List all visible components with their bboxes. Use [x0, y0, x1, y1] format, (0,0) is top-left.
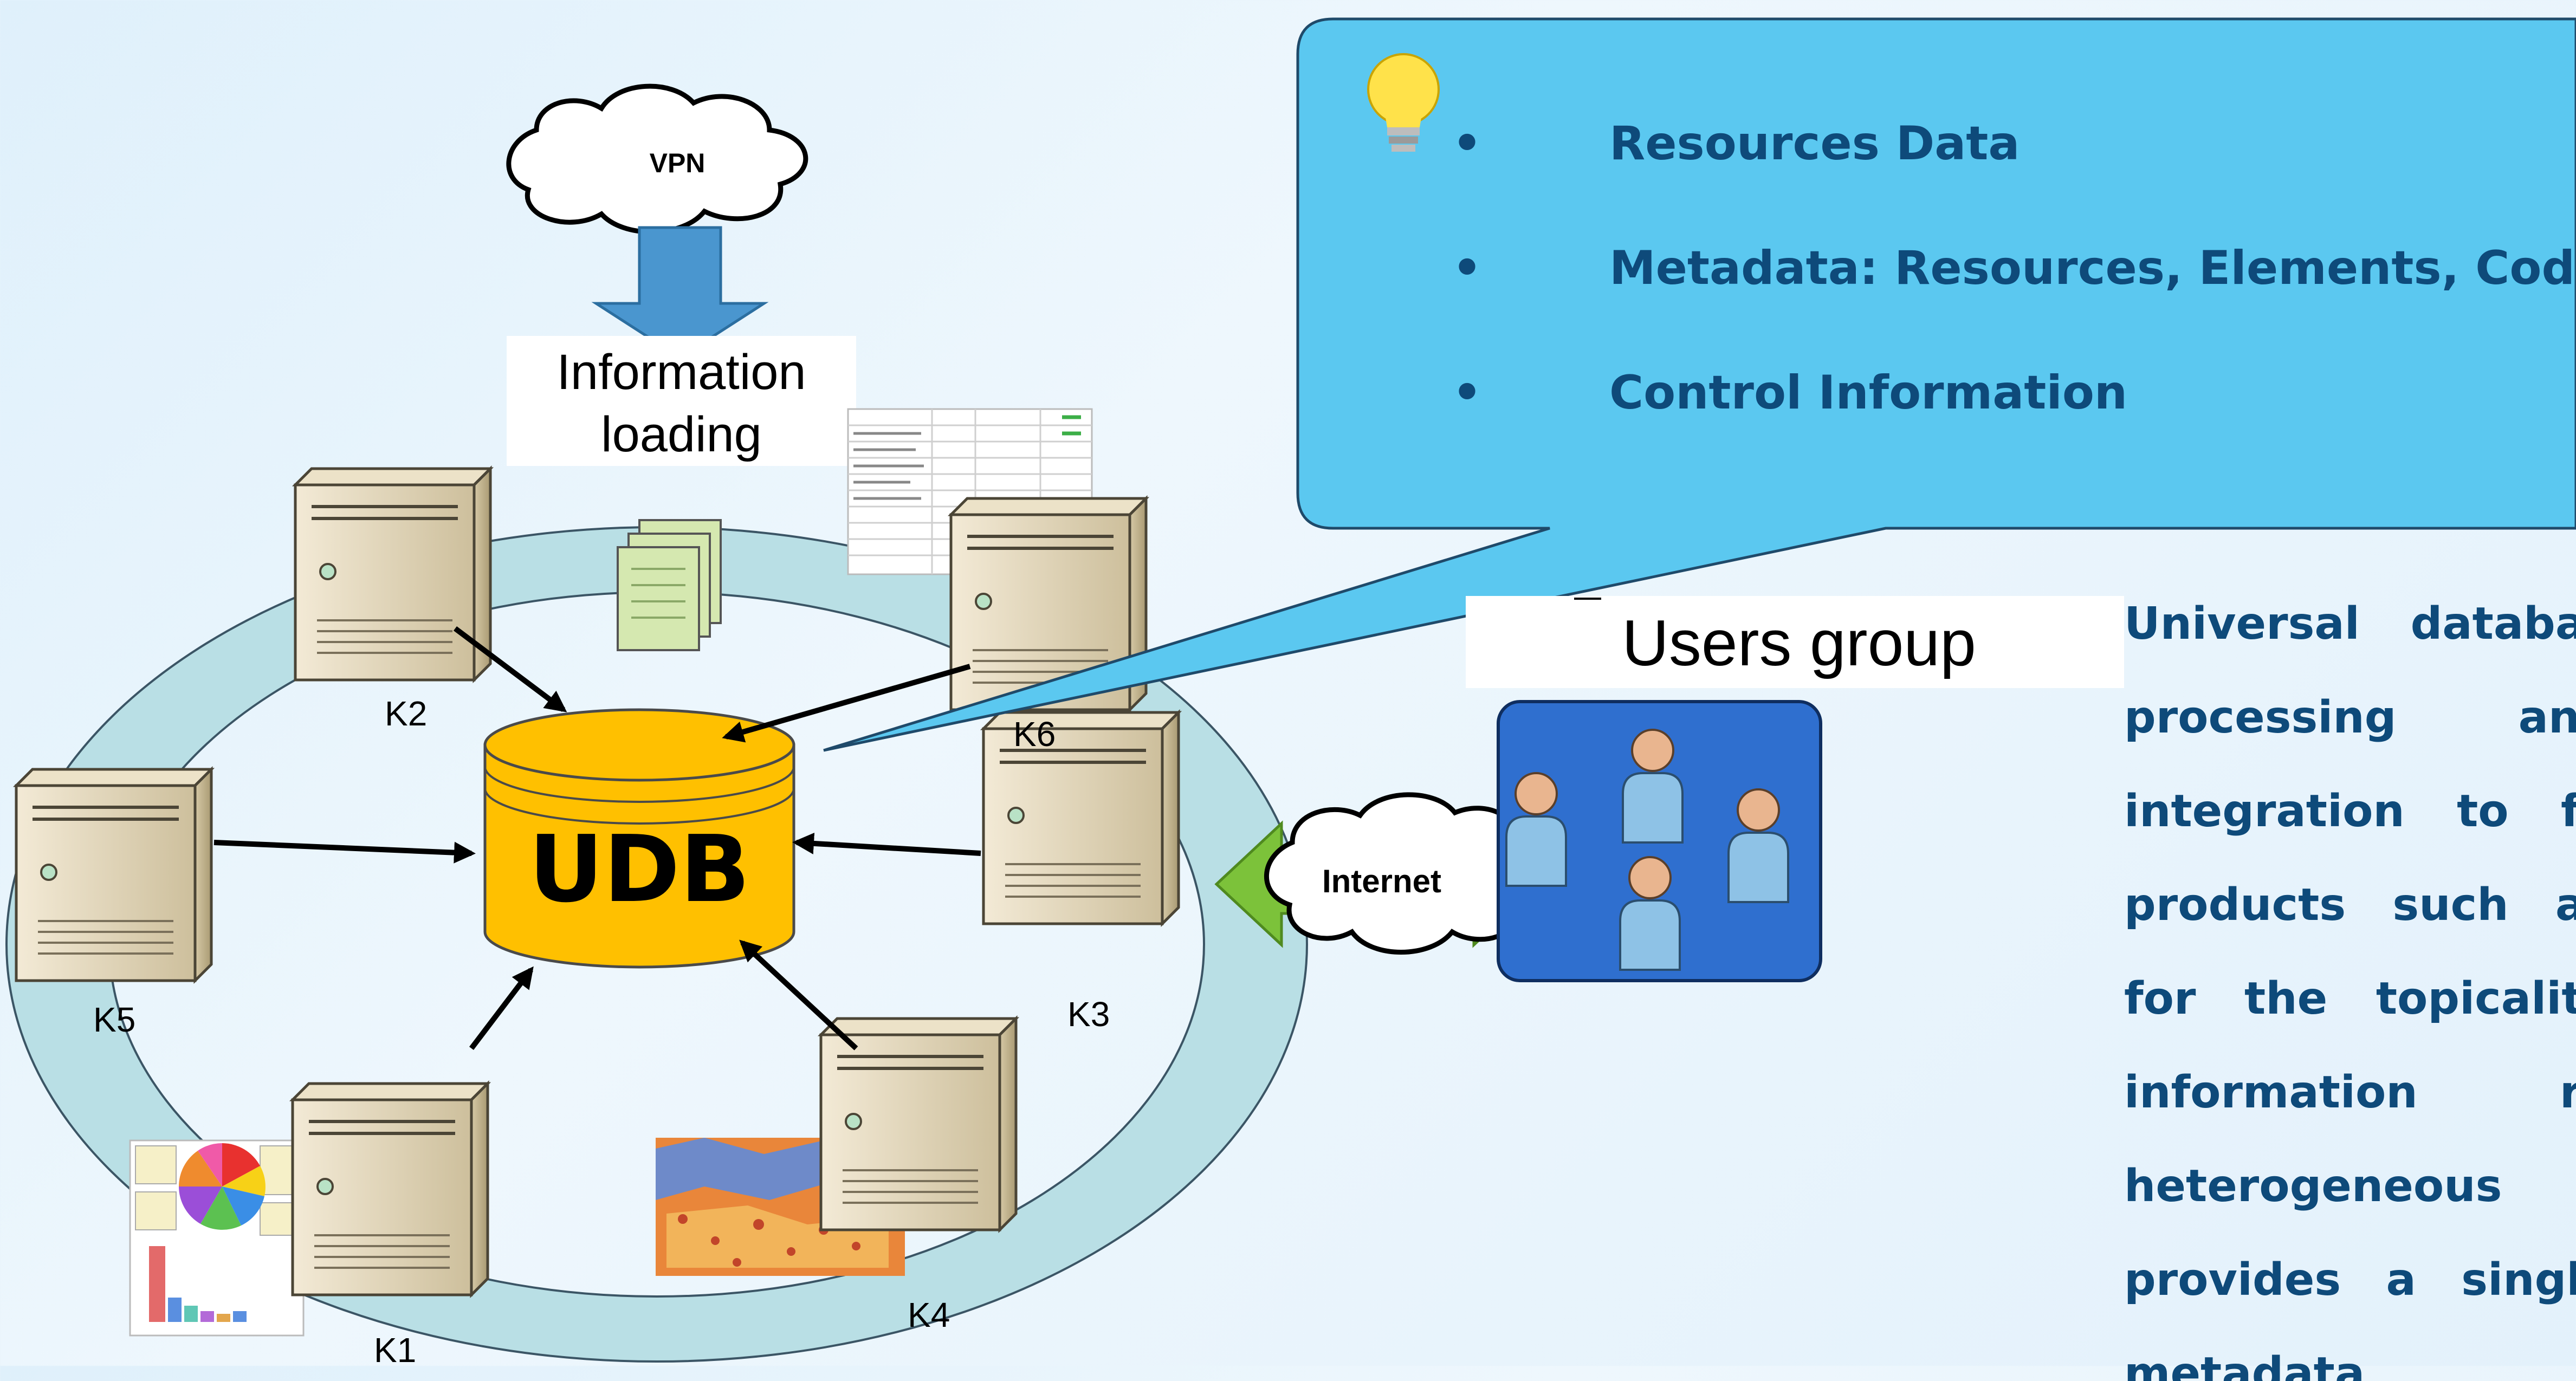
information-loading-label: Information loading — [507, 341, 856, 466]
arrow-k5-to-udb — [213, 840, 476, 864]
bullet-marker: • — [1452, 241, 1482, 295]
document-stack-icon — [617, 519, 722, 651]
bullet-marker: • — [1452, 366, 1482, 420]
users-group-title-box — [1466, 596, 2124, 688]
user-icon — [1622, 729, 1684, 844]
description-line: provides a single — [2124, 1254, 2576, 1306]
arrow-k1-to-udb — [469, 966, 534, 1051]
arrow-k6-to-udb — [722, 664, 971, 743]
server-k4-icon — [821, 1019, 1016, 1230]
information-loading-line2: loading — [601, 407, 762, 462]
information-loading-line1: Information — [556, 345, 806, 400]
description-line: heterogeneous a — [2124, 1160, 2576, 1212]
udb-database-icon — [483, 708, 795, 969]
information-loading-box — [507, 336, 856, 466]
vpn-cloud-icon — [506, 83, 808, 235]
vpn-download-arrow-icon — [591, 226, 769, 359]
server-k3-icon — [983, 712, 1179, 924]
server-k5-label: K5 — [93, 1000, 136, 1039]
description-line: information re — [2124, 1067, 2576, 1118]
user-icon — [1619, 856, 1681, 971]
arrow-k3-to-udb — [792, 832, 981, 856]
callout-item: • Resources Data — [1452, 98, 2576, 222]
callout-item-text: Resources Data — [1609, 116, 2020, 171]
description-line: products such as — [2124, 879, 2576, 931]
server-k1-label: K1 — [374, 1331, 417, 1370]
server-k5-icon — [16, 769, 211, 981]
callout-bubble — [823, 17, 2576, 752]
arrow-k4-to-udb — [739, 939, 858, 1051]
server-k2-icon — [295, 469, 490, 680]
server-k6-label: K6 — [1013, 715, 1056, 754]
description-line: Universal databas — [2124, 598, 2576, 650]
internet-label: Internet — [1322, 863, 1442, 899]
callout-item-text: Control Information — [1609, 366, 2128, 420]
description-line: processing and — [2124, 692, 2576, 743]
callout-item: • Control Information — [1452, 347, 2576, 471]
data-flow-arrows — [213, 626, 981, 1051]
lightbulb-icon — [1367, 53, 1440, 152]
vpn-label: VPN — [649, 148, 706, 178]
description-line: for the topicality — [2124, 973, 2576, 1025]
server-k1-icon — [293, 1084, 488, 1295]
udb-label: UDB — [528, 816, 750, 923]
pie-chart-thumbnail-icon — [129, 1139, 305, 1337]
server-k4-label: K4 — [908, 1295, 950, 1334]
user-icon — [1505, 772, 1567, 887]
server-k3-label: K3 — [1067, 995, 1110, 1034]
callout-item-text: Metadata: Resources, Elements, Codes — [1609, 241, 2576, 295]
callout-bullet-list: • Resources Data • Metadata: Resources, … — [1452, 98, 2576, 471]
bullet-marker: • — [1452, 116, 1482, 171]
user-icon — [1727, 788, 1789, 903]
arrow-k2-to-udb — [454, 626, 567, 712]
callout-item: • Metadata: Resources, Elements, Codes — [1452, 222, 2576, 347]
users-group-title: Users group — [1622, 607, 1976, 679]
description-line: metadata — [2124, 1348, 2365, 1381]
description-paragraph: Universal databas processing and integra… — [2124, 577, 2576, 1381]
description-line: integration to fu — [2124, 786, 2576, 837]
server-k2-label: K2 — [385, 694, 428, 733]
